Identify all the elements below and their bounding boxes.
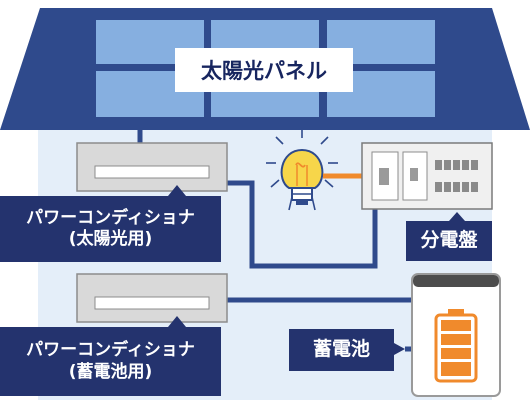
pcs-solar-label-line2: (太陽光用)	[68, 229, 153, 249]
light-bulb-icon	[266, 128, 338, 211]
distribution-board-label-bg	[406, 212, 492, 261]
power-conditioner-icon	[76, 142, 228, 192]
pcs-battery-label-line1: パワーコンディショナ	[26, 340, 195, 361]
pcs-battery-label: パワーコンディショナ (蓄電池用)	[0, 327, 221, 396]
pcs-solar-label-bg	[0, 185, 221, 262]
pcs-solar-label-line1: パワーコンディショナ	[26, 207, 195, 228]
pcs-solar-label: パワーコンディショナ (太陽光用)	[0, 196, 221, 262]
distribution-board-icon	[361, 142, 493, 210]
solar-panel-label: 太陽光パネル	[175, 48, 353, 92]
pcs-battery-label-bg	[0, 316, 221, 396]
pcs-battery-label-line2: (蓄電池用)	[68, 361, 153, 382]
battery-label: 蓄電池	[312, 338, 370, 361]
solar-panel-icon	[96, 20, 435, 117]
battery-label-bg	[289, 329, 405, 371]
distribution-board-label: 分電盤	[420, 229, 478, 252]
battery-icon	[411, 273, 501, 397]
power-conditioner-icon	[76, 273, 228, 323]
